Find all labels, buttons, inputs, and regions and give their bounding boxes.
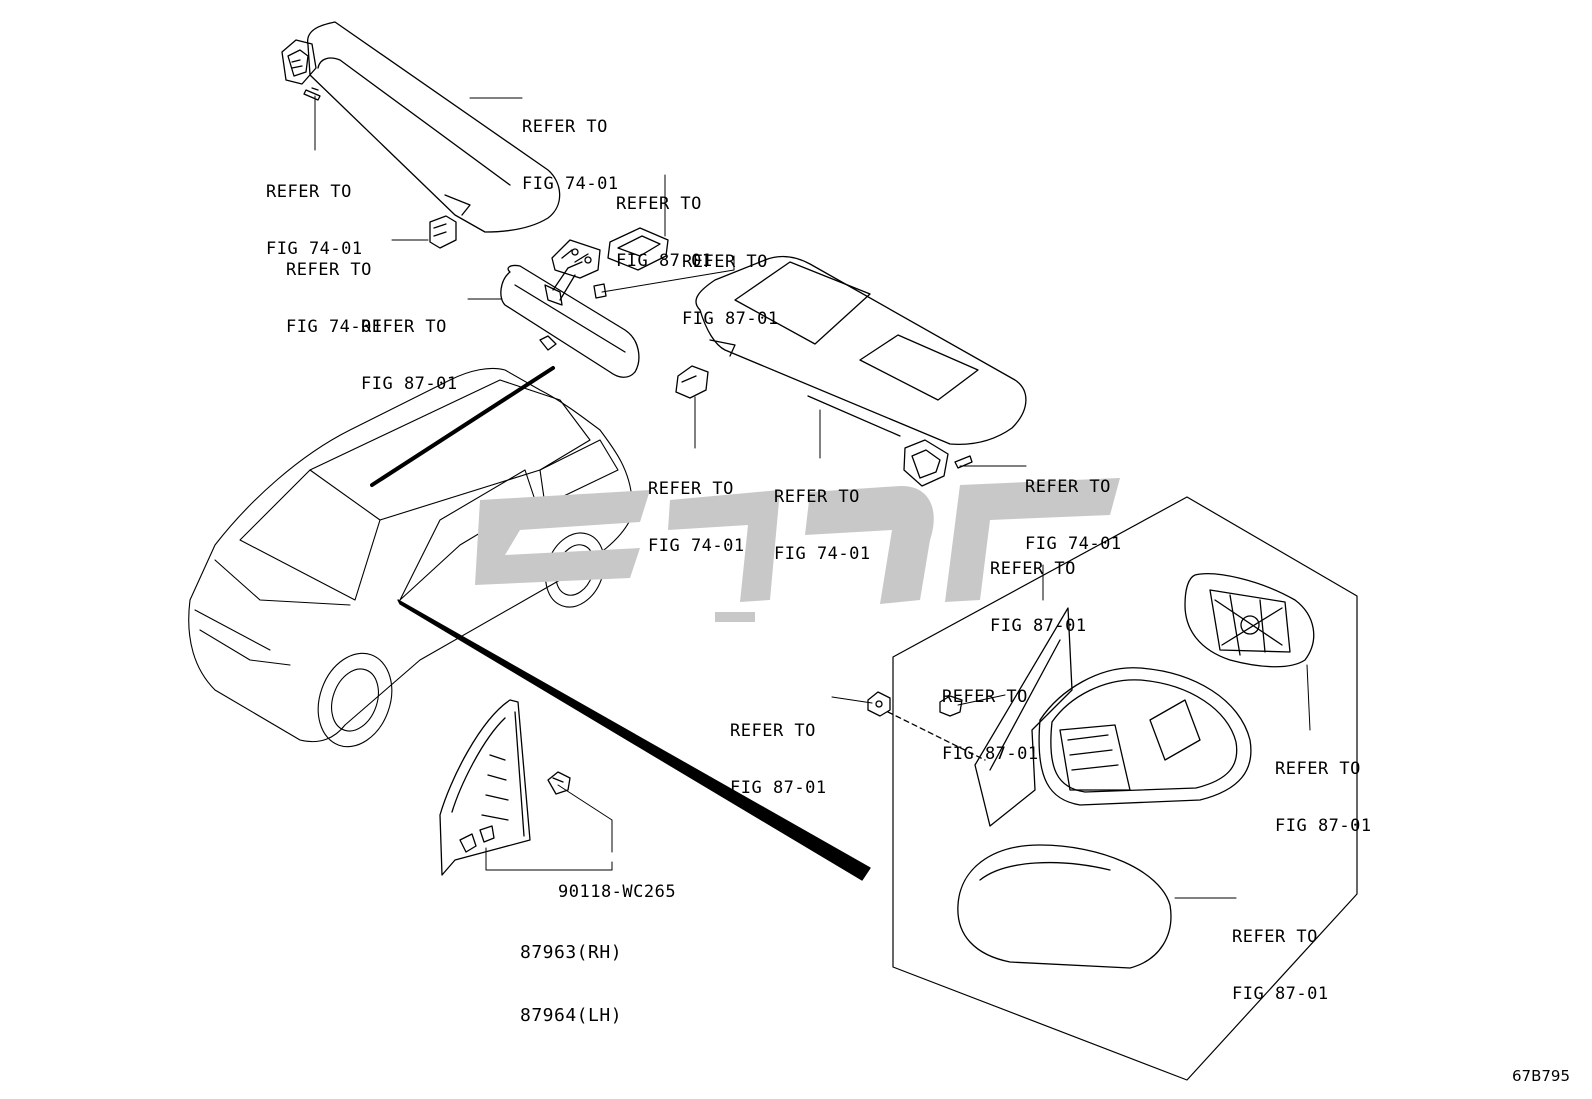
outer-mirror-base bbox=[974, 607, 1073, 827]
label-refer-74-01-a: REFER TO FIG 74-01 bbox=[522, 80, 619, 213]
label-line-refer: REFER TO bbox=[266, 182, 352, 202]
label-line-fig: FIG 74-01 bbox=[522, 174, 619, 194]
mirror-cover-cap bbox=[957, 844, 1172, 969]
inner-rear-view-mirror bbox=[500, 264, 640, 378]
label-refer-74-01-e: REFER TO FIG 74-01 bbox=[774, 450, 871, 583]
label-line-fig: FIG 74-01 bbox=[266, 239, 363, 259]
label-line-fig: FIG 87-01 bbox=[1232, 984, 1329, 1004]
label-refer-87-01-g: REFER TO FIG 87-01 bbox=[1275, 722, 1372, 855]
label-line-fig: FIG 87-01 bbox=[682, 309, 779, 329]
label-refer-87-01-d: REFER TO FIG 87-01 bbox=[990, 522, 1087, 655]
screw-left-visor bbox=[303, 87, 321, 101]
dashed-assembly-line bbox=[887, 711, 986, 761]
label-line-refer: REFER TO bbox=[990, 559, 1076, 579]
mirror-corner-piece bbox=[439, 699, 531, 876]
part-number-corner-piece[interactable]: 87963(RH) 87964(LH) bbox=[520, 900, 622, 1047]
label-line-refer: REFER TO bbox=[286, 260, 372, 280]
label-refer-87-01-f: REFER TO FIG 87-01 bbox=[730, 684, 827, 817]
part-number-90118[interactable]: 90118-WC265 bbox=[558, 882, 677, 902]
label-refer-87-01-h: REFER TO FIG 87-01 bbox=[1232, 890, 1329, 1023]
label-refer-74-01-c: REFER TO FIG 74-01 bbox=[286, 223, 383, 356]
watermark-logo bbox=[475, 478, 1120, 622]
mirror-screw bbox=[593, 283, 607, 299]
label-line-fig: FIG 87-01 bbox=[942, 744, 1039, 764]
label-line-fig: FIG 74-01 bbox=[286, 317, 383, 337]
label-refer-74-01-d: REFER TO FIG 74-01 bbox=[648, 442, 745, 575]
sun-visor-left bbox=[281, 21, 561, 233]
label-refer-87-01-a: REFER TO FIG 87-01 bbox=[616, 157, 713, 290]
label-line-fig: FIG 87-01 bbox=[361, 374, 458, 394]
figure-code: 67B795 bbox=[1512, 1067, 1571, 1085]
label-line-fig: FIG 74-01 bbox=[648, 536, 745, 556]
outer-mirror-frame bbox=[892, 496, 1358, 1081]
leader-vehicle-to-outer-mirror bbox=[397, 599, 871, 881]
label-line-fig: FIG 74-01 bbox=[1025, 534, 1122, 554]
mirror-glass bbox=[1184, 573, 1315, 668]
label-refer-74-01-b: REFER TO FIG 74-01 bbox=[266, 145, 363, 278]
label-refer-87-01-e: REFER TO FIG 87-01 bbox=[942, 650, 1039, 783]
label-line-refer: REFER TO bbox=[1275, 759, 1361, 779]
label-line-refer: REFER TO bbox=[774, 487, 860, 507]
mirror-cover bbox=[607, 227, 669, 271]
clip-right-visor bbox=[675, 365, 709, 399]
part-number-87963-rh[interactable]: 87963(RH) bbox=[520, 942, 623, 963]
label-line-fig: FIG 87-01 bbox=[1275, 816, 1372, 836]
part-number-87964-lh[interactable]: 87964(LH) bbox=[520, 1005, 623, 1026]
mirror-mount-bracket bbox=[551, 239, 601, 279]
grommet-outer bbox=[939, 695, 963, 717]
label-refer-87-01-c: REFER TO FIG 87-01 bbox=[361, 280, 458, 413]
label-line-refer: REFER TO bbox=[648, 479, 734, 499]
leader-lines bbox=[314, 95, 1311, 899]
vehicle-outline bbox=[188, 367, 633, 748]
label-line-refer: REFER TO bbox=[616, 194, 702, 214]
label-line-refer: REFER TO bbox=[942, 687, 1028, 707]
label-line-refer: REFER TO bbox=[361, 317, 447, 337]
screw-right-visor bbox=[954, 455, 973, 469]
part-number-bolt[interactable]: 90118-WC265 bbox=[558, 845, 676, 921]
label-line-fig: FIG 74-01 bbox=[774, 544, 871, 564]
label-refer-87-01-b: REFER TO FIG 87-01 bbox=[682, 215, 779, 348]
label-line-fig: FIG 87-01 bbox=[616, 251, 713, 271]
label-line-fig: FIG 87-01 bbox=[730, 778, 827, 798]
bolt-90118 bbox=[547, 771, 571, 795]
label-line-fig: FIG 87-01 bbox=[990, 616, 1087, 636]
label-refer-74-01-f: REFER TO FIG 74-01 bbox=[1025, 440, 1122, 573]
label-line-refer: REFER TO bbox=[730, 721, 816, 741]
label-line-refer: REFER TO bbox=[682, 252, 768, 272]
label-line-refer: REFER TO bbox=[522, 117, 608, 137]
nut-outer bbox=[867, 691, 891, 717]
clip-left-visor bbox=[429, 215, 457, 249]
leader-vehicle-to-mirror bbox=[370, 366, 555, 487]
label-line-refer: REFER TO bbox=[1232, 927, 1318, 947]
hinge-right-visor bbox=[903, 439, 949, 487]
label-line-refer: REFER TO bbox=[1025, 477, 1111, 497]
outer-mirror-housing bbox=[1038, 667, 1252, 806]
sun-visor-right bbox=[695, 255, 1027, 446]
